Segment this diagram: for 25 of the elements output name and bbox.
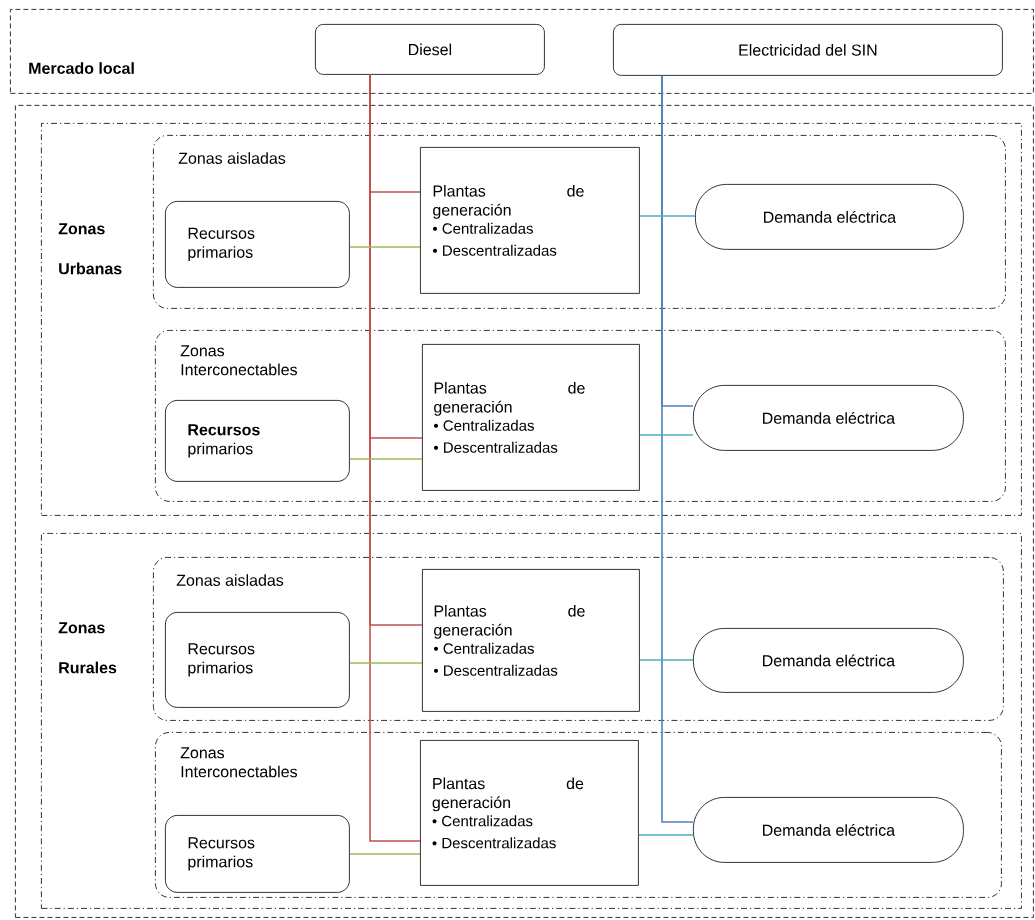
connector-line: [639, 434, 694, 436]
source-box: Diesel: [315, 24, 545, 75]
demand-box: Demanda eléctrica: [693, 385, 964, 451]
plant-box: Plantas de generación • Centralizadas • Descentralizadas: [420, 740, 639, 886]
resource-box: Recursos primarios: [165, 201, 350, 288]
resource-box: Recursos primarios: [165, 612, 350, 708]
plant-box: Plantas de generación • Centralizadas • Descentralizadas: [420, 147, 640, 294]
connector-line: [639, 215, 696, 217]
source-box: Electricidad del SIN: [613, 24, 1003, 76]
connector-line: [349, 246, 421, 248]
connector-line: [661, 75, 694, 823]
connector-line: [349, 458, 423, 460]
connector-line: [349, 662, 423, 664]
plant-box: Plantas de generación • Centralizadas • Descentralizadas: [422, 569, 640, 712]
resource-box: Recursos primarios: [165, 400, 350, 482]
connector-line: [639, 659, 694, 661]
demand-box: Demanda eléctrica: [693, 797, 964, 863]
demand-box: Demanda eléctrica: [695, 184, 964, 250]
resource-box: Recursos primarios: [165, 815, 350, 893]
connector-line: [638, 834, 694, 836]
plant-box: Plantas de generación • Centralizadas • Descentralizadas: [422, 344, 640, 491]
connector-line: [349, 853, 421, 855]
connector-line: [369, 74, 421, 842]
demand-box: Demanda eléctrica: [693, 628, 964, 693]
zone-frame: [15, 105, 1034, 918]
